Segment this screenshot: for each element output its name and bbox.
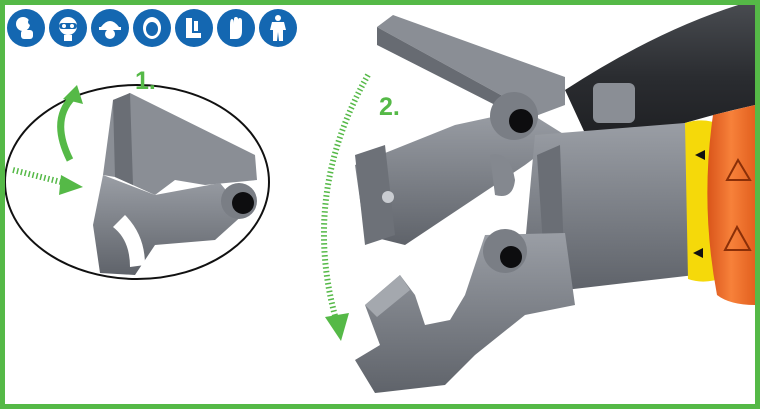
protective-gloves-icon: [217, 9, 255, 47]
rotation-arrow: [320, 73, 371, 341]
upper-jaw: [355, 15, 565, 245]
step-2-label: 2.: [379, 93, 400, 121]
hard-hat-icon: [91, 9, 129, 47]
lower-jaw: [355, 229, 575, 393]
safety-instructions-icon: [7, 9, 45, 47]
detail-circle: [5, 84, 270, 280]
insulation-cap: [707, 105, 755, 305]
protective-clothing-icon: [259, 9, 297, 47]
tool-illustration: [5, 5, 755, 393]
safety-goggles-icon: [49, 9, 87, 47]
face-shield-icon: [133, 9, 171, 47]
step-1-label: 1.: [135, 67, 156, 95]
safety-boots-icon: [175, 9, 213, 47]
ppe-icon-row: [7, 9, 297, 47]
